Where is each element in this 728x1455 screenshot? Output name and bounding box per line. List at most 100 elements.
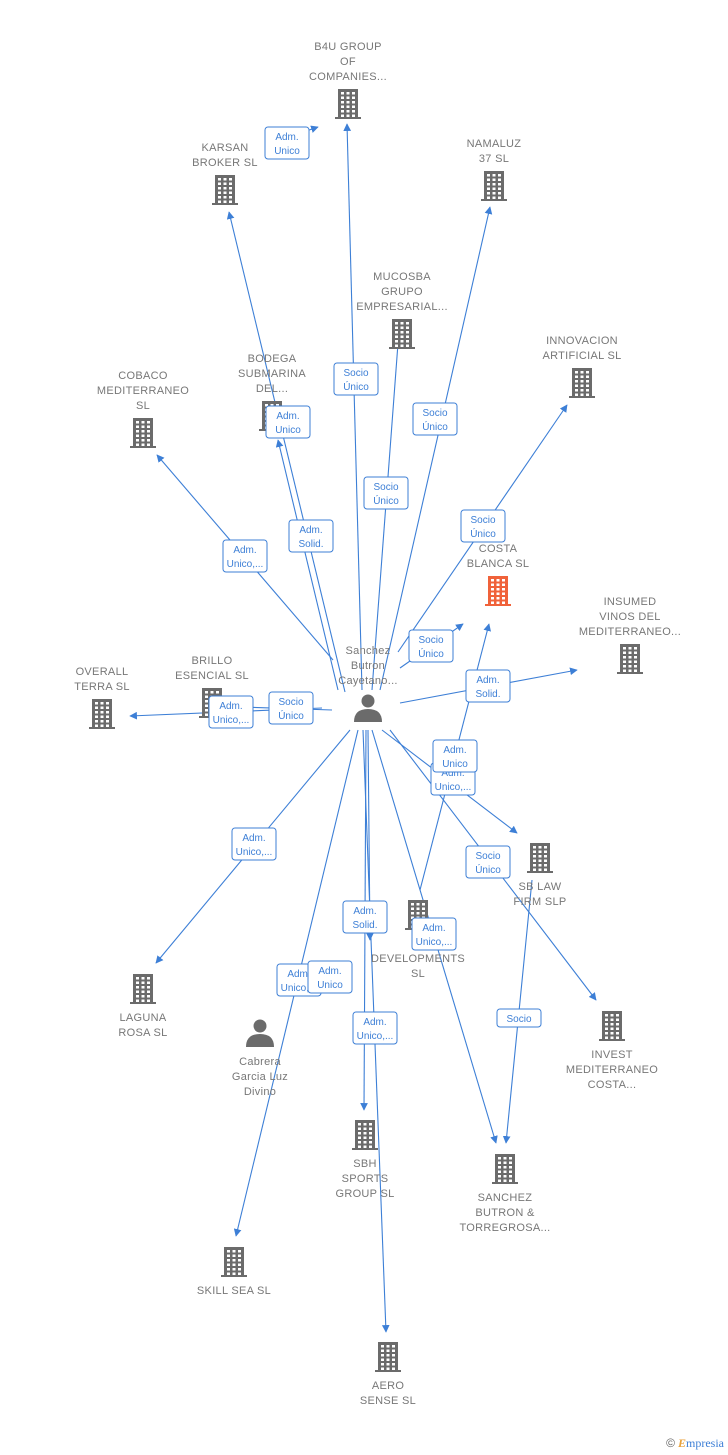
edge-label-text: Único <box>470 527 496 540</box>
node-label-line: 37 SL <box>479 153 509 165</box>
edge-label-text: Unico,... <box>236 847 273 858</box>
node-b4u[interactable]: B4U GROUPOFCOMPANIES... <box>309 41 387 119</box>
node-label-line: EMPRESARIAL... <box>356 301 448 313</box>
copyright-symbol: © <box>666 1436 675 1450</box>
edge-label-text: Adm. <box>443 745 466 756</box>
building-icon <box>569 368 595 398</box>
node-mucosba[interactable]: MUCOSBAGRUPOEMPRESARIAL... <box>356 271 448 349</box>
node-label-line: MEDITERRANEO... <box>579 626 681 638</box>
edge-label[interactable]: Adm.Unico,... <box>208 695 254 729</box>
node-label-line: Butron <box>351 660 385 672</box>
edge-label-text: Adm. <box>363 1017 386 1028</box>
edge-label[interactable]: Adm.Unico,... <box>231 827 277 861</box>
edge-label-text: Único <box>475 863 501 876</box>
node-label-line: VINOS DEL <box>599 611 660 623</box>
building-icon <box>492 1154 518 1184</box>
node-laguna[interactable]: LAGUNA ROSA SL <box>118 974 167 1039</box>
node-label-line: Garcia Luz <box>232 1071 288 1083</box>
edge-label-text: Adm. <box>422 923 445 934</box>
building-icon <box>221 1247 247 1277</box>
edge-label-text: Unico <box>317 980 343 991</box>
node-label-line: KARSAN <box>201 142 248 154</box>
edge-label-text: Adm. <box>318 966 341 977</box>
edge-label-text: Adm. <box>276 411 299 422</box>
edge-label[interactable]: Adm.Solid. <box>288 519 334 553</box>
edge-label[interactable]: Adm.Unico,... <box>411 917 457 951</box>
building-icon <box>527 843 553 873</box>
edge-label-text: Único <box>418 647 444 660</box>
edge-label-text: Socio <box>418 635 443 646</box>
edge-label[interactable]: Adm.Unico <box>264 126 310 160</box>
node-label-line: COSTA... <box>588 1079 637 1091</box>
person-icon <box>246 1019 274 1047</box>
edge-label-text: Adm. <box>287 969 310 980</box>
building-icon <box>89 699 115 729</box>
edge-label[interactable]: Adm. Unico <box>307 960 353 994</box>
node-label-line: ARTIFICIAL SL <box>542 350 621 362</box>
node-label-line: SL <box>411 968 425 980</box>
node-label-line: SENSE SL <box>360 1395 416 1407</box>
node-label-line: Cabrera <box>239 1056 281 1068</box>
node-label-line: SANCHEZ <box>478 1192 533 1204</box>
edge-label[interactable]: Adm.Unico,... <box>222 539 268 573</box>
edge-bodega <box>275 439 339 691</box>
edge-label-text: Unico <box>442 759 468 770</box>
edge-label[interactable]: Adm.Solid. <box>465 669 511 703</box>
node-label-line: DEL... <box>256 383 288 395</box>
node-label-line: ROSA SL <box>118 1027 167 1039</box>
edge-namaluz <box>379 206 493 691</box>
node-label-line: BUTRON & <box>475 1207 535 1219</box>
edge-label-text: Único <box>373 494 399 507</box>
edge-b4u <box>343 123 363 691</box>
node-label-line: GROUP SL <box>335 1188 394 1200</box>
node-label-line: Cayetano... <box>338 675 398 687</box>
edge-label[interactable]: Adm.Solid. <box>342 900 388 934</box>
node-invest[interactable]: INVESTMEDITERRANEOCOSTA... <box>566 1011 658 1091</box>
edge-label[interactable]: Socio <box>496 1008 542 1028</box>
node-label-line: SUBMARINA <box>238 368 306 380</box>
node-label-line: BODEGA <box>248 353 297 365</box>
node-sblaw[interactable]: SB LAW FIRM SLP <box>513 843 566 908</box>
node-label-line: INNOVACION <box>546 335 618 347</box>
edge-label-text: Adm. <box>275 132 298 143</box>
edge-label[interactable]: Adm. Unico <box>432 739 478 773</box>
node-sanchez[interactable]: SanchezButronCayetano... <box>338 645 398 722</box>
node-innovacion[interactable]: INNOVACION ARTIFICIAL SL <box>542 335 621 398</box>
edge-label[interactable]: Adm.Unico <box>265 405 311 439</box>
node-label-line: SKILL SEA SL <box>197 1285 271 1297</box>
node-label-line: DEVELOPMENTS <box>371 953 465 965</box>
edge-karsan <box>226 211 346 693</box>
node-label-line: SPORTS <box>342 1173 389 1185</box>
node-label-line: SL <box>136 400 150 412</box>
node-label-line: BLANCA SL <box>467 558 530 570</box>
node-label-line: FIRM SLP <box>513 896 566 908</box>
edge-label[interactable]: Adm.Unico,... <box>352 1011 398 1045</box>
node-costablanca[interactable]: RACOSTABLANCA SL <box>467 528 530 606</box>
node-label-line: LAGUNA <box>119 1012 166 1024</box>
node-label-line: NAMALUZ <box>467 138 522 150</box>
edge-label-text: Único <box>278 709 304 722</box>
building-icon <box>130 418 156 448</box>
edge-label-text: Adm. <box>233 545 256 556</box>
node-namaluz[interactable]: NAMALUZ 37 SL <box>467 138 522 201</box>
brand-name: mpresia <box>686 1436 724 1450</box>
node-skillsea[interactable]: SKILL SEA SL <box>197 1247 271 1297</box>
node-label-line: SB LAW <box>519 881 562 893</box>
edge-label-text: Adm. <box>353 906 376 917</box>
